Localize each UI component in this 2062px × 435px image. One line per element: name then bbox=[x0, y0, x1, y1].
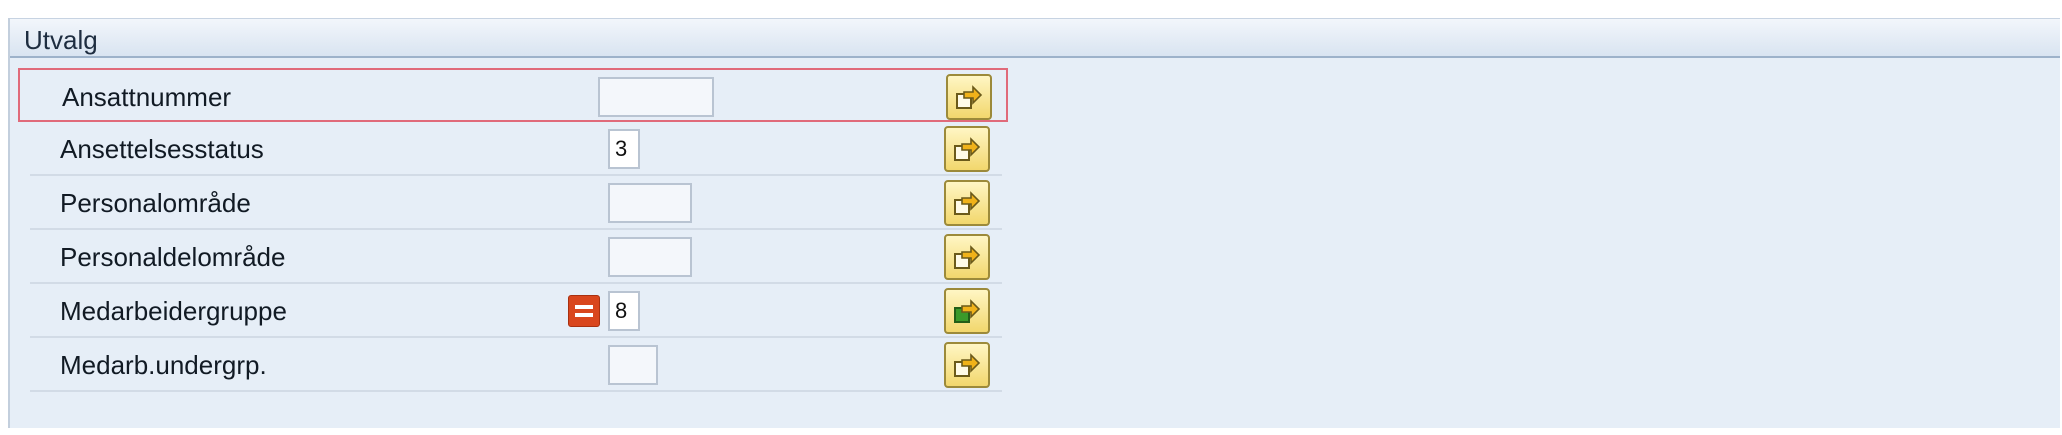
multiple-selection-button-personalomrade[interactable] bbox=[944, 180, 990, 226]
multiple-selection-button-personaldelomrade[interactable] bbox=[944, 234, 990, 280]
row-divider bbox=[30, 228, 1002, 230]
group-header: Utvalg bbox=[10, 18, 2060, 58]
multiple-selection-button-medarb-undergrp[interactable] bbox=[944, 342, 990, 388]
medarb-undergrp-input[interactable] bbox=[608, 345, 658, 385]
row-divider bbox=[30, 282, 1002, 284]
row-divider bbox=[30, 336, 1002, 338]
field-label-personaldelomrade: Personaldelområde bbox=[60, 242, 286, 272]
field-label-medarb-undergrp: Medarb.undergrp. bbox=[60, 350, 267, 380]
personalomrade-input[interactable] bbox=[608, 183, 692, 223]
field-label-ansattnummer: Ansattnummer bbox=[62, 82, 232, 112]
group-title: Utvalg bbox=[24, 25, 98, 55]
selection-group-panel: Utvalg Ansattnummer Ansettelsesstatus 3 bbox=[8, 18, 2060, 428]
row-divider bbox=[30, 390, 1002, 392]
field-label-medarbeidergruppe: Medarbeidergruppe bbox=[60, 296, 287, 326]
selection-row-medarbeidergruppe: Medarbeidergruppe 8 bbox=[18, 284, 1008, 338]
field-label-ansettelsesstatus: Ansettelsesstatus bbox=[60, 134, 264, 164]
multiple-selection-button-ansettelsesstatus[interactable] bbox=[944, 126, 990, 172]
equals-icon[interactable] bbox=[568, 295, 600, 327]
selection-row-medarb-undergrp: Medarb.undergrp. bbox=[18, 338, 1008, 392]
personaldelomrade-input[interactable] bbox=[608, 237, 692, 277]
multiple-selection-button-ansattnummer[interactable] bbox=[946, 74, 992, 120]
medarbeidergruppe-input[interactable]: 8 bbox=[608, 291, 640, 331]
multiple-selection-button-medarbeidergruppe[interactable] bbox=[944, 288, 990, 334]
selection-row-personaldelomrade: Personaldelområde bbox=[18, 230, 1008, 284]
selection-row-ansettelsesstatus: Ansettelsesstatus 3 bbox=[18, 122, 1008, 176]
row-divider bbox=[30, 174, 1002, 176]
selection-row-personalomrade: Personalområde bbox=[18, 176, 1008, 230]
field-label-personalomrade: Personalområde bbox=[60, 188, 251, 218]
selection-row-ansattnummer: Ansattnummer bbox=[18, 68, 1008, 122]
ansattnummer-input[interactable] bbox=[598, 77, 714, 117]
ansettelsesstatus-input[interactable]: 3 bbox=[608, 129, 640, 169]
